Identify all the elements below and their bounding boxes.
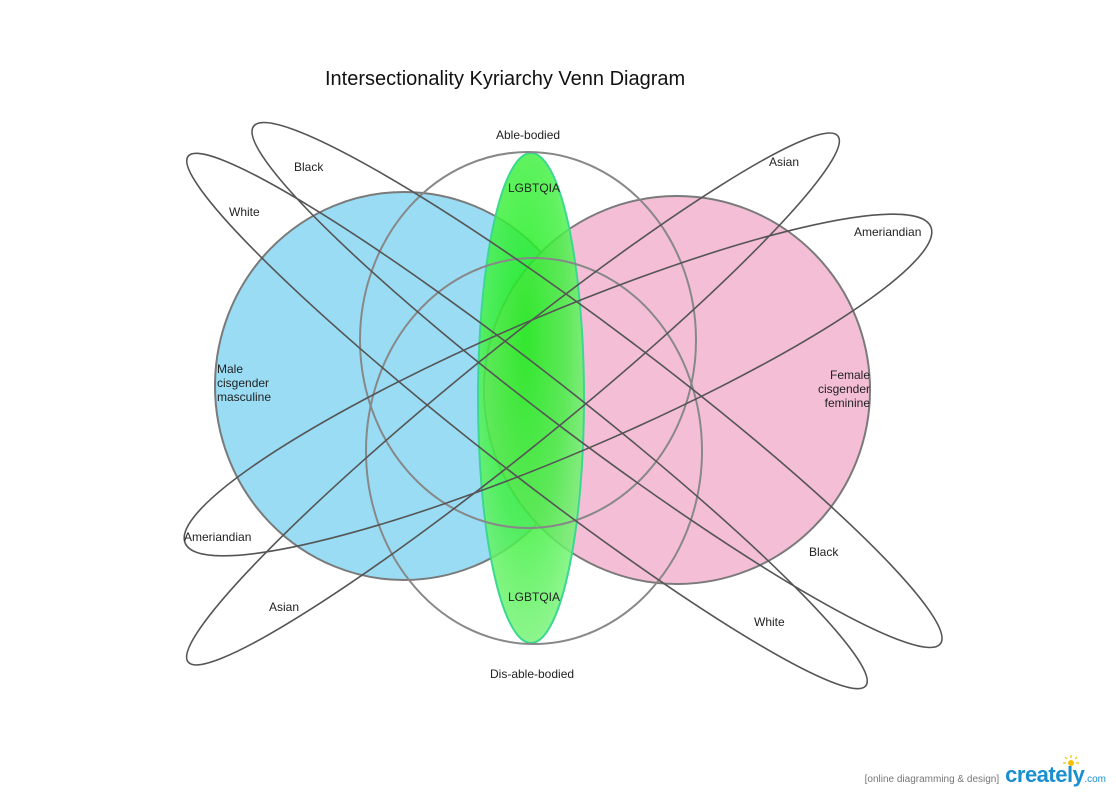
label-male: Male cisgender masculine xyxy=(217,362,272,404)
label-able-bodied: Able-bodied xyxy=(496,128,561,142)
creately-logo[interactable]: creately xyxy=(1005,762,1085,787)
label-ameriandian-left: Ameriandian xyxy=(184,530,252,544)
diagram-title: Intersectionality Kyriarchy Venn Diagram xyxy=(325,68,686,90)
dis-able-bodied-circle xyxy=(365,257,703,645)
label-lgbtqia-top: LGBTQIA xyxy=(508,181,561,195)
label-female: Female cisgender feminine xyxy=(817,368,870,410)
able-bodied-circle xyxy=(359,151,697,529)
label-black-left: Black xyxy=(294,160,324,174)
creately-sun-icon xyxy=(1063,755,1079,766)
lgbtqia-ellipse xyxy=(477,152,585,644)
footer-tagline: [online diagramming & design] xyxy=(864,774,1000,785)
label-ameriandian-right: Ameriandian xyxy=(854,225,922,239)
white-ellipse xyxy=(185,152,869,690)
label-black-right: Black xyxy=(809,545,839,559)
label-dis-able-bodied: Dis-able-bodied xyxy=(490,667,575,681)
label-white-right: White xyxy=(754,615,785,629)
black-ellipse xyxy=(251,121,943,649)
label-white-left: White xyxy=(229,205,260,219)
label-asian-left: Asian xyxy=(269,600,300,614)
footer-domain: .com xyxy=(1084,774,1106,785)
label-lgbtqia-bottom: LGBTQIA xyxy=(508,590,561,604)
label-asian-right: Asian xyxy=(769,155,800,169)
ameriandian-ellipse xyxy=(183,213,933,557)
creately-footer[interactable]: [online diagramming & design] creately .… xyxy=(865,762,1106,788)
asian-ellipse xyxy=(185,132,841,666)
